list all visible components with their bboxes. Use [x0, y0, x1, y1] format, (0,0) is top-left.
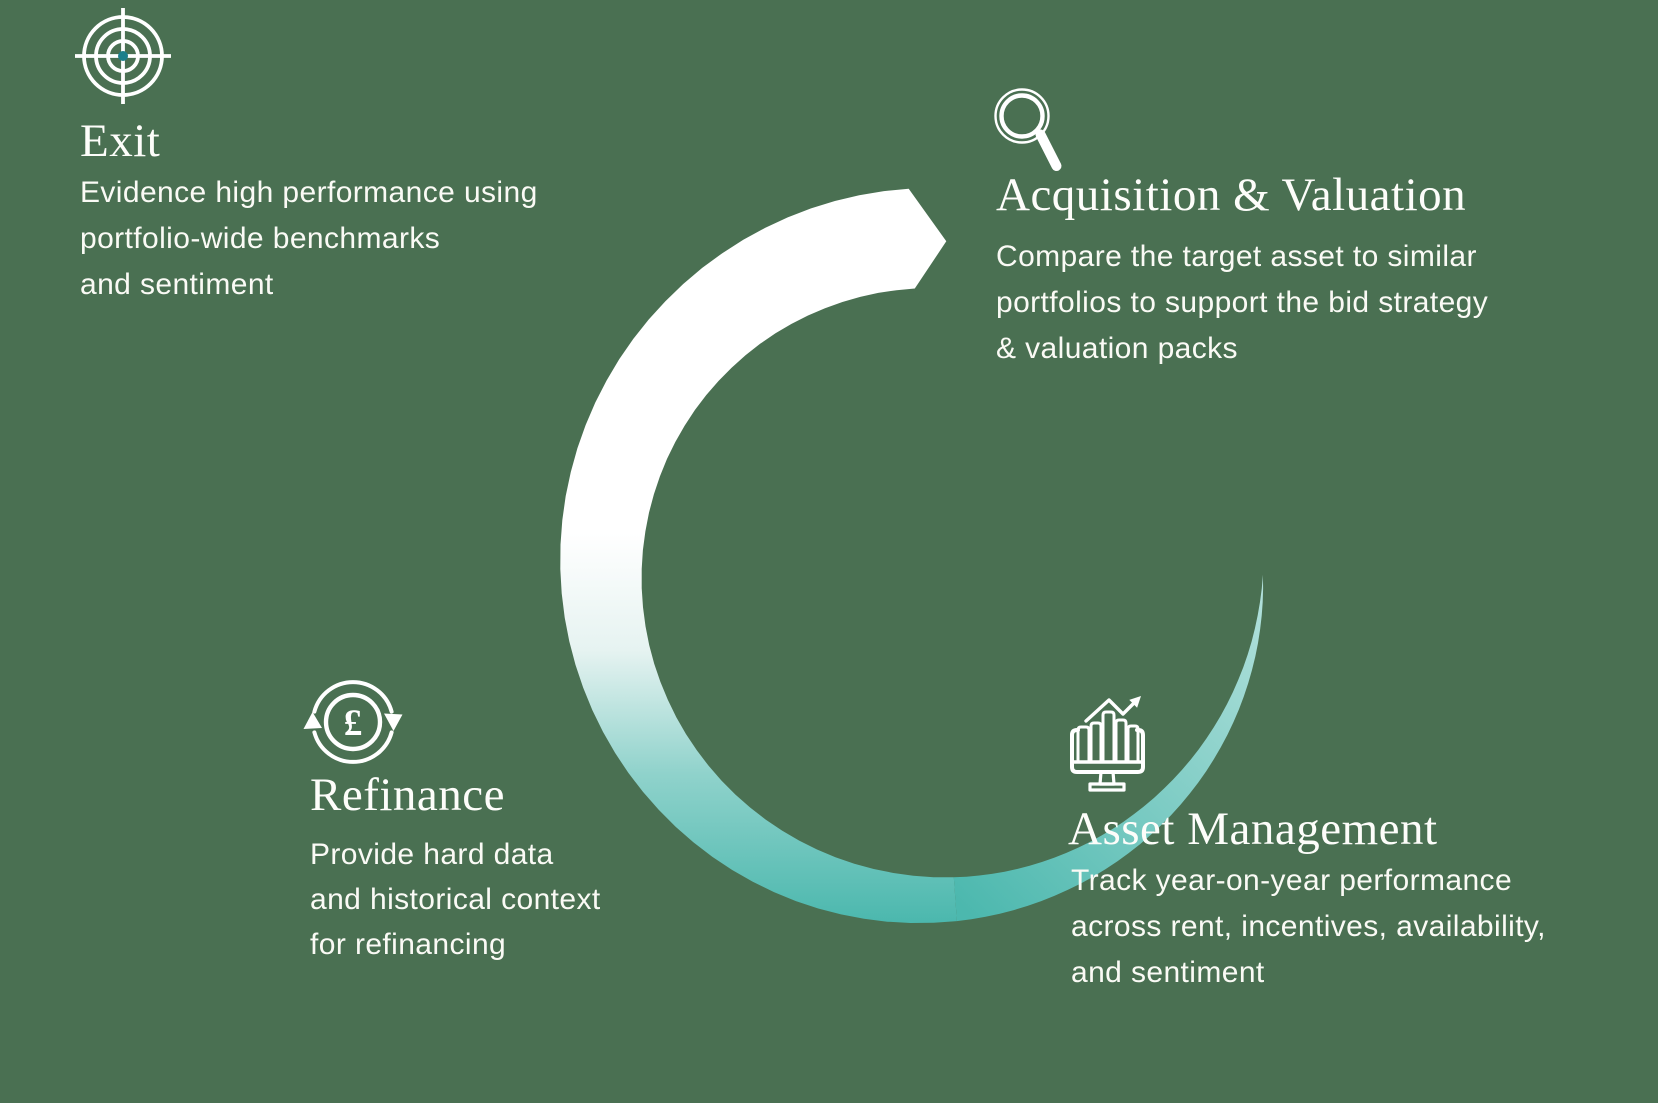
cycle-arc-tail — [953, 574, 1264, 922]
asset-management-description-line: across rent, incentives, availability, — [1071, 910, 1546, 943]
exit-description-line: portfolio-wide benchmarks — [80, 222, 441, 255]
acquisition-description-line: portfolios to support the bid strategy — [996, 286, 1489, 319]
trend-arrowhead — [1129, 696, 1141, 708]
acquisition-title: Acquisition & Valuation — [996, 169, 1467, 221]
asset-management-description-line: Track year-on-year performance — [1071, 864, 1513, 897]
refinance-description: Provide hard data and historical context… — [310, 832, 601, 967]
refresh-arrowhead-right — [384, 713, 403, 731]
asset-management-description: Track year-on-year performance across re… — [1071, 858, 1546, 996]
refinance-description-line: for refinancing — [310, 928, 507, 961]
exit-description-line: and sentiment — [80, 268, 274, 301]
acquisition-description: Compare the target asset to similar port… — [996, 234, 1488, 372]
exit-description: Evidence high performance using portfoli… — [80, 170, 538, 308]
asset-management-description-line: and sentiment — [1071, 956, 1265, 989]
magnifier-icon — [994, 88, 1062, 171]
refinance-title: Refinance — [310, 769, 506, 821]
acquisition-description-line: & valuation packs — [996, 332, 1238, 365]
refresh-arrowhead-left — [303, 712, 322, 729]
exit-description-line: Evidence high performance using — [80, 176, 538, 209]
target-icon — [75, 8, 171, 104]
chart-monitor-icon — [1070, 696, 1145, 792]
exit-title: Exit — [80, 115, 161, 167]
asset-management-title: Asset Management — [1068, 803, 1438, 855]
acquisition-description-line: Compare the target asset to similar — [996, 240, 1477, 273]
target-center-dot — [118, 51, 128, 61]
refinance-description-line: and historical context — [310, 883, 601, 916]
pound-symbol: £ — [344, 703, 363, 744]
currency-refresh-icon: £ — [303, 680, 403, 764]
cycle-arc-with-arrowhead — [560, 188, 957, 923]
refinance-description-line: Provide hard data — [310, 838, 554, 871]
